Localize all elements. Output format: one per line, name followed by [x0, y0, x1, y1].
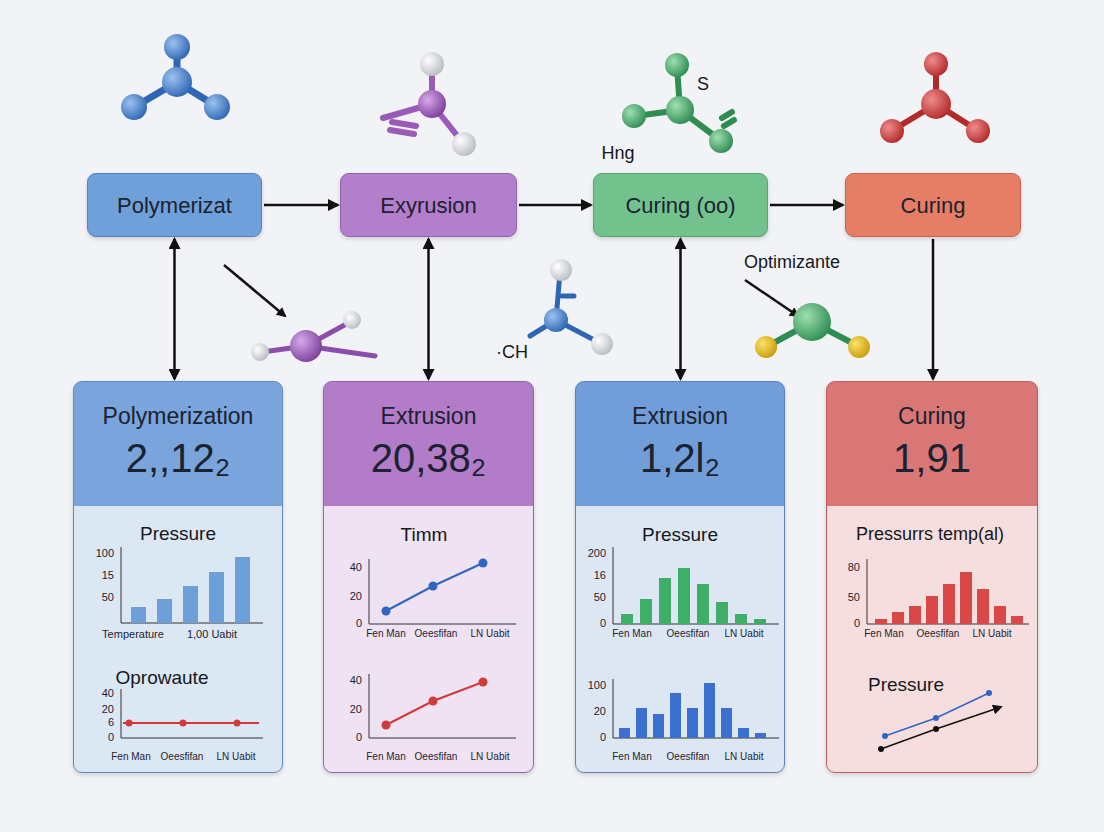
- connector-arrow: [173, 239, 176, 379]
- axis-label: LN Uabit: [471, 752, 510, 762]
- axis-label: 0: [854, 618, 860, 629]
- axis-label: LN Uabit: [217, 752, 256, 762]
- node-title: Curing: [901, 189, 966, 222]
- axis-label: 20: [594, 706, 606, 717]
- axis-label: 1,00 Uabit: [187, 629, 237, 640]
- axis-label: 20: [102, 704, 114, 715]
- process-box: Exyrusion: [340, 173, 517, 237]
- chart-title: Pressure: [642, 525, 718, 544]
- axis-label: Fen Man: [612, 752, 651, 762]
- node-title: Curing (oo): [625, 189, 735, 222]
- chart-title: Hng: [601, 144, 634, 162]
- process-box: Curing (oo): [593, 173, 768, 237]
- chart-title: S: [697, 75, 709, 93]
- axis-label: Fen Man: [366, 629, 405, 639]
- axis-label: Fen Man: [612, 629, 651, 639]
- axis-label: 40: [102, 688, 114, 699]
- stage-panel: Curing1,91: [826, 381, 1038, 773]
- axis-label: 50: [594, 592, 606, 603]
- chart-title: Oprowaute: [116, 668, 209, 687]
- chart-title: Pressure: [868, 675, 944, 694]
- process-box: Polymerizat: [87, 173, 262, 237]
- node-title: Curing: [898, 402, 966, 432]
- node-value: 20,38₂: [371, 434, 487, 482]
- axis-label: Fen Man: [111, 752, 150, 762]
- connector-arrow: [679, 239, 682, 379]
- node-value: 1,91: [893, 434, 971, 482]
- axis-label: 16: [594, 570, 606, 581]
- chart-title: ·CH: [496, 343, 528, 361]
- connector-arrow: [770, 204, 843, 207]
- axis-label: Temperature: [102, 629, 164, 640]
- axis-label: 0: [600, 618, 606, 629]
- connector-arrow: [264, 204, 338, 207]
- axis-label: Oeesfifan: [667, 752, 710, 762]
- process-box: Curing: [845, 173, 1021, 237]
- axis-label: 0: [600, 732, 606, 743]
- axis-label: 200: [588, 548, 606, 559]
- axis-label: 40: [350, 675, 362, 686]
- node-value: 2,,12₂: [126, 434, 231, 482]
- axis-label: Fen Man: [864, 629, 903, 639]
- chart-title: Pressure: [140, 524, 216, 543]
- chart-title: Optimizante: [744, 253, 840, 271]
- node-value: 1,2l₂: [640, 434, 720, 482]
- axis-label: 0: [356, 618, 362, 629]
- axis-label: 20: [350, 704, 362, 715]
- axis-label: 80: [848, 562, 860, 573]
- axis-label: Oeesfifan: [667, 629, 710, 639]
- axis-label: 50: [848, 592, 860, 603]
- node-title: Polymerization: [103, 402, 254, 432]
- axis-label: 15: [102, 570, 114, 581]
- chart-title: Pressurrs temp(al): [856, 525, 1004, 543]
- connector-arrow: [932, 239, 935, 379]
- axis-label: 20: [350, 591, 362, 602]
- node-title: Extrusion: [381, 402, 477, 432]
- axis-label: 50: [102, 592, 114, 603]
- stage-panel: Extrusion1,2l₂: [575, 381, 785, 773]
- axis-label: 100: [96, 548, 114, 559]
- axis-label: Oeesfifan: [415, 629, 458, 639]
- axis-label: 0: [356, 732, 362, 743]
- axis-label: 0: [108, 732, 114, 743]
- axis-label: LN Uabit: [471, 629, 510, 639]
- node-title: Exyrusion: [380, 189, 477, 222]
- axis-label: 40: [350, 562, 362, 573]
- node-title: Polymerizat: [117, 189, 232, 222]
- node-title: Extrusion: [632, 402, 728, 432]
- connector-arrow: [519, 204, 591, 207]
- axis-label: LN Uabit: [725, 752, 764, 762]
- axis-label: Fen Man: [366, 752, 405, 762]
- axis-label: 6: [108, 717, 114, 728]
- axis-label: LN Uabit: [725, 629, 764, 639]
- axis-label: Oeesfifan: [415, 752, 458, 762]
- chart-title: Timm: [401, 525, 448, 544]
- axis-label: Oeesfifan: [161, 752, 204, 762]
- axis-label: LN Uabit: [973, 629, 1012, 639]
- axis-label: Oeesfifan: [917, 629, 960, 639]
- axis-label: 100: [588, 680, 606, 691]
- connector-arrow: [427, 239, 430, 379]
